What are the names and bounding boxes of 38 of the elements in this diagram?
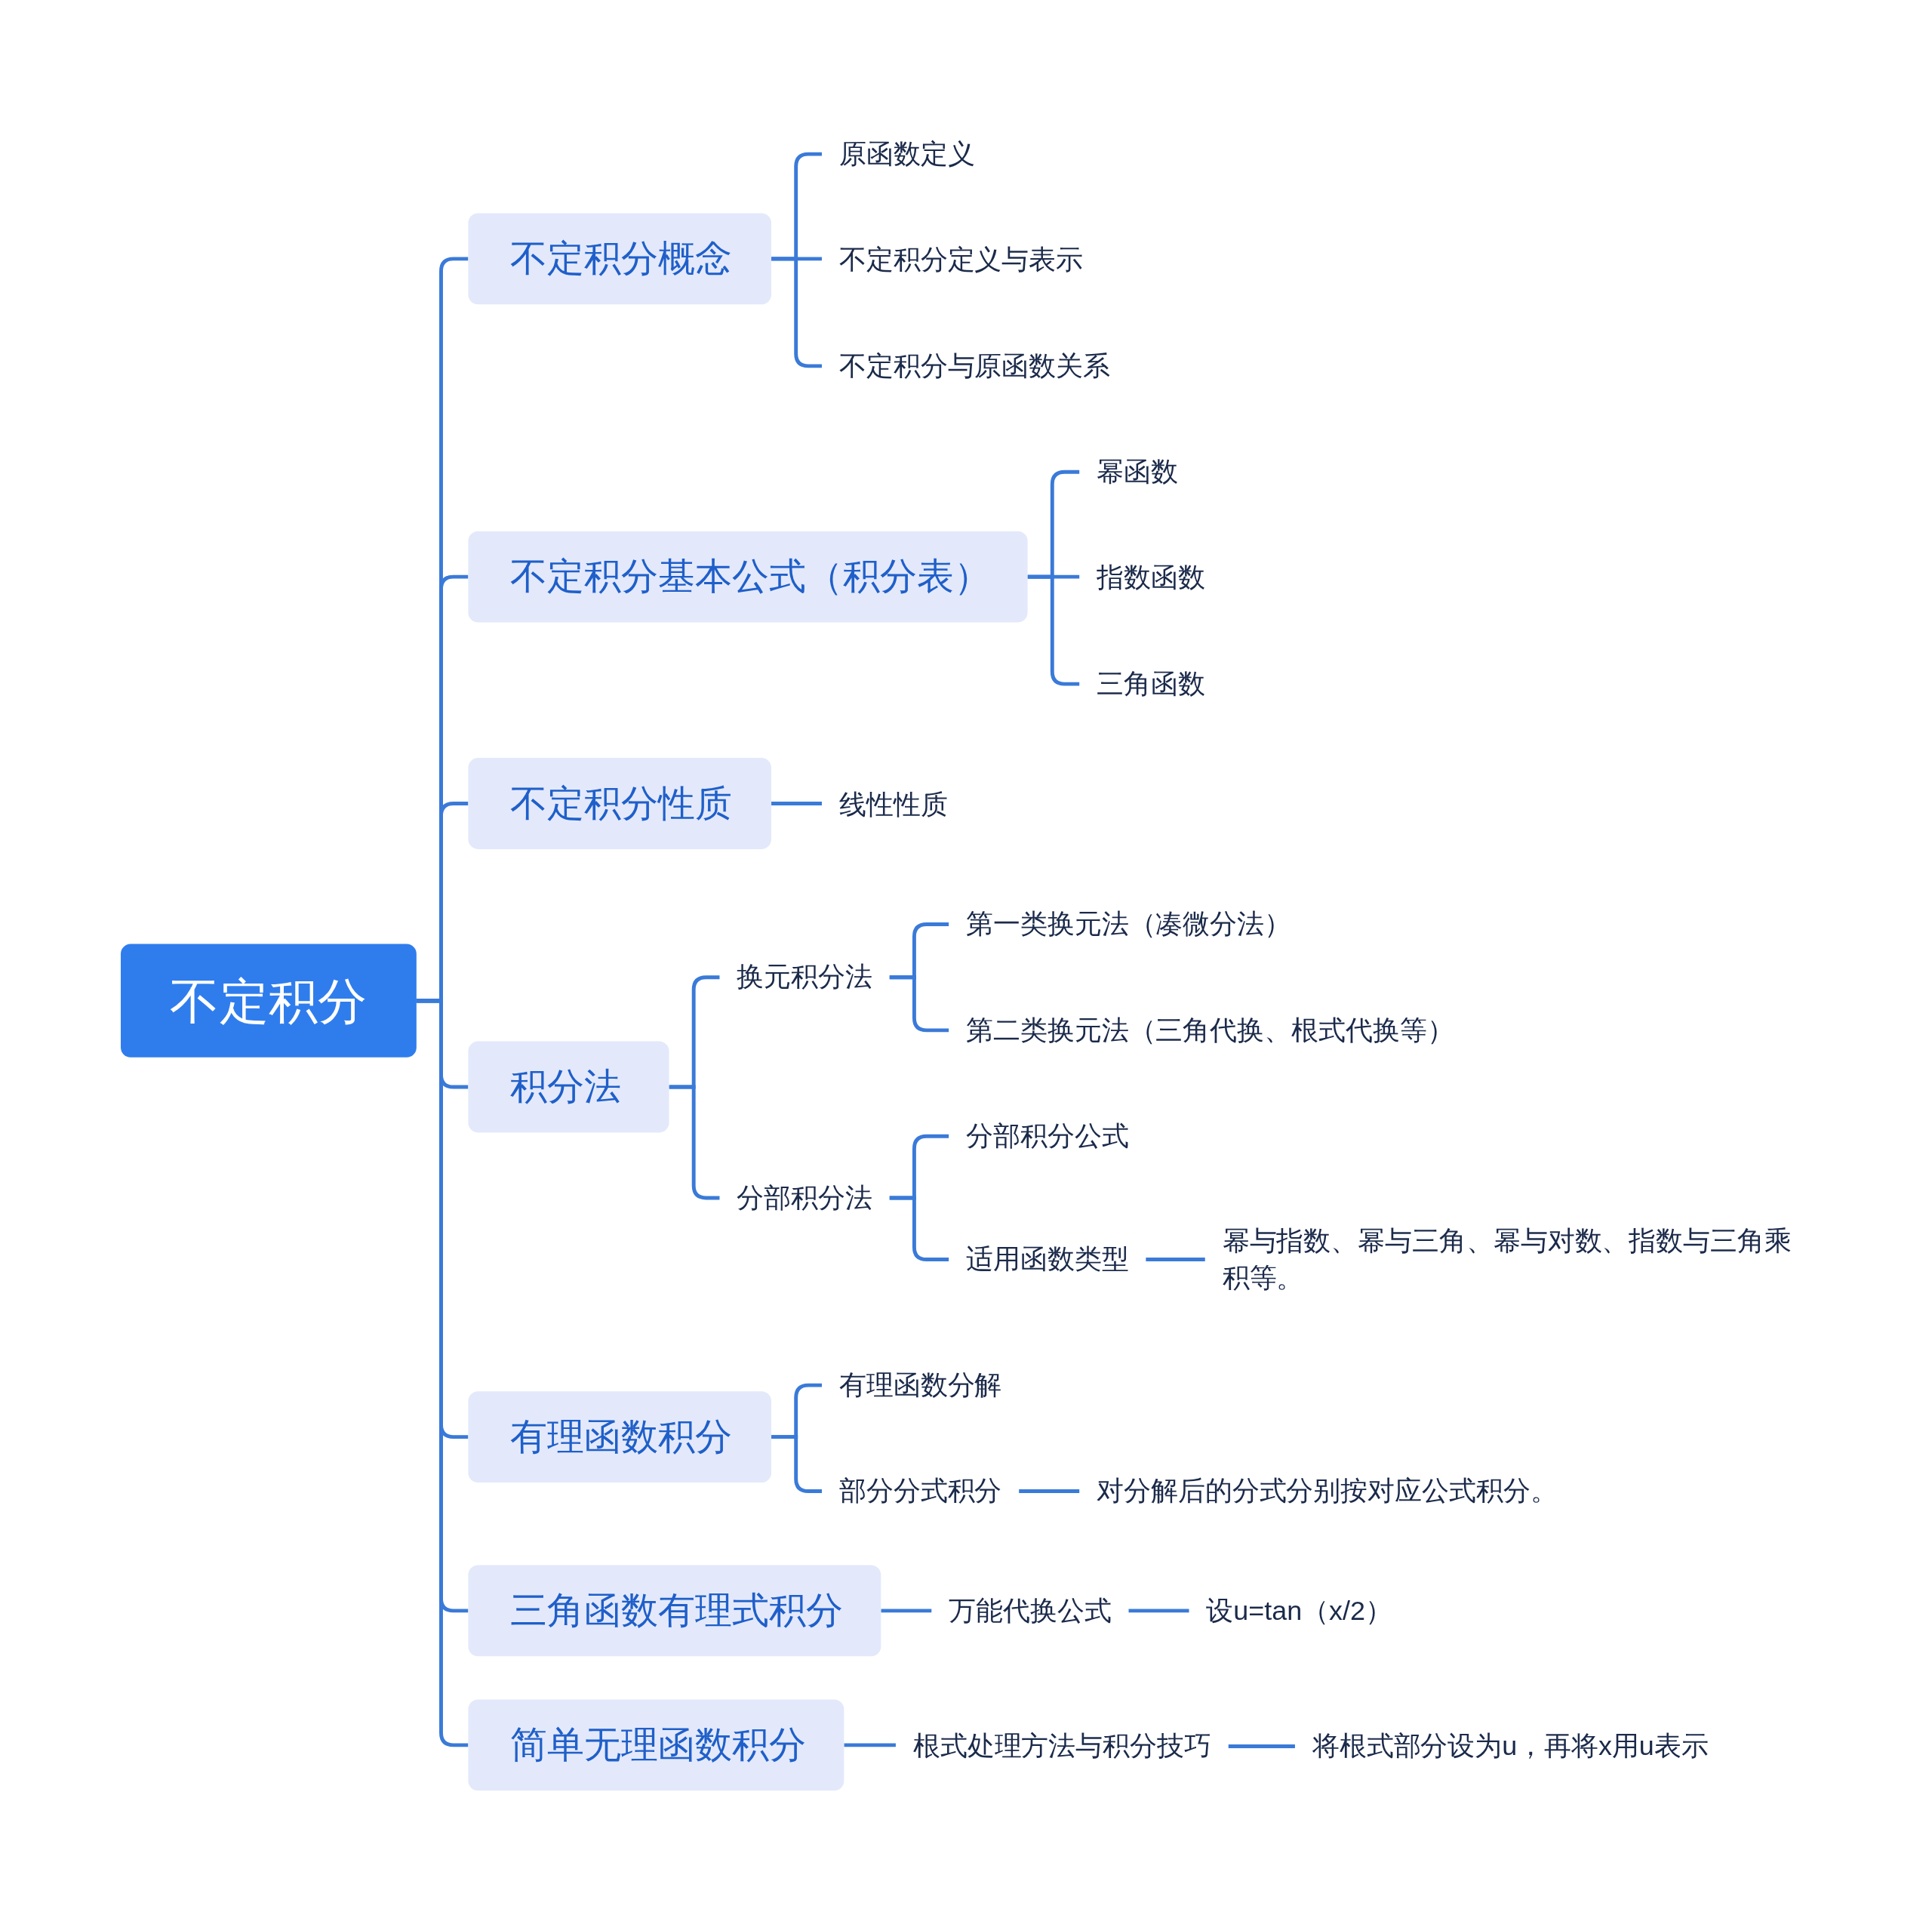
topic-box: 不定积分基本公式（积分表） — [468, 531, 1028, 623]
topic-text: 部分分式积分 — [822, 1470, 1020, 1512]
topic-text: 设u=tan（x/2） — [1189, 1590, 1410, 1632]
topic-text: 幂与指数、幂与三角、幂与对数、指数与三角乘积等。 — [1204, 1220, 1809, 1299]
topic-text: 分部积分法 — [719, 1177, 890, 1219]
topic-text: 对分解后的分式分别按对应公式积分。 — [1079, 1470, 1575, 1512]
topic-text: 三角函数 — [1079, 663, 1223, 705]
topic-box: 不定积分性质 — [468, 758, 772, 849]
topic-text: 分部积分公式 — [949, 1115, 1146, 1157]
connector-line — [881, 1609, 932, 1613]
topic-text: 幂函数 — [1079, 451, 1195, 493]
topic-text: 不定积分与原函数关系 — [822, 345, 1128, 387]
topic-text: 万能代换公式 — [931, 1590, 1129, 1632]
connector-line — [1019, 1489, 1080, 1493]
topic-text: 适用函数类型 — [949, 1239, 1146, 1281]
topic-box: 三角函数有理式积分 — [468, 1565, 881, 1657]
topic-text: 将根式部分设为u，再将x用u表示 — [1294, 1725, 1726, 1767]
topic-text: 根式处理方法与积分技巧 — [895, 1725, 1229, 1767]
topic-box: 积分法 — [468, 1041, 669, 1133]
topic-text: 线性性质 — [822, 784, 965, 826]
topic-text: 不定积分定义与表示 — [822, 239, 1100, 281]
connector-line — [889, 975, 949, 1033]
root-topic-box: 不定积分 — [121, 944, 417, 1058]
topic-text: 第二类换元法（三角代换、根式代换等） — [949, 1009, 1472, 1051]
connector-line — [1128, 1609, 1189, 1613]
topic-text: 有理函数分解 — [822, 1364, 1020, 1406]
connector-line — [1146, 1258, 1205, 1261]
topic-box: 不定积分概念 — [468, 213, 772, 305]
connector-line — [889, 1196, 949, 1261]
connector-line — [1228, 1744, 1295, 1748]
connector-line — [844, 1743, 896, 1747]
topic-text: 换元积分法 — [719, 956, 890, 999]
topic-text: 第一类换元法（凑微分法） — [949, 904, 1309, 945]
topic-text: 指数函数 — [1079, 557, 1223, 599]
connector-line — [771, 802, 822, 805]
topic-text: 原函数定义 — [822, 133, 992, 175]
topic-box: 简单无理函数积分 — [468, 1699, 844, 1791]
topic-box: 有理函数积分 — [468, 1391, 772, 1483]
